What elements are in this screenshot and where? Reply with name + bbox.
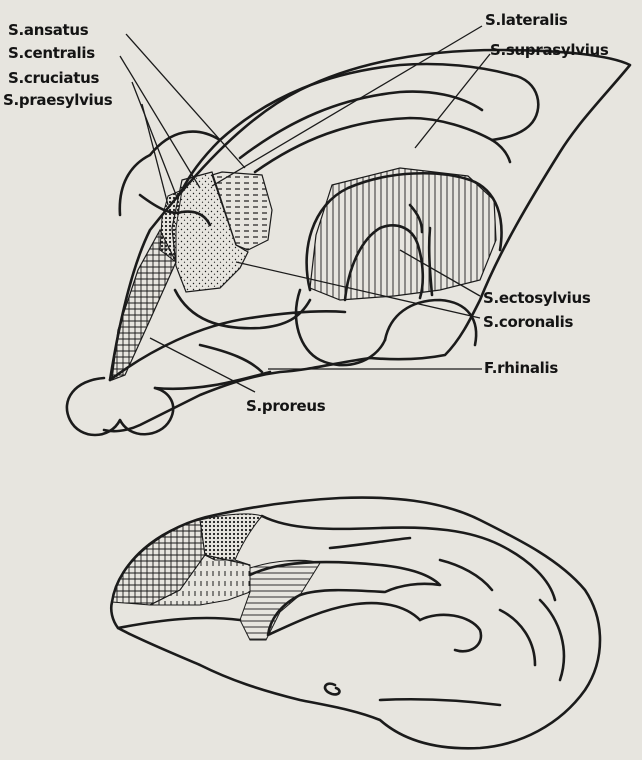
label-proreus: S.proreus bbox=[246, 397, 326, 415]
medial-sulcus bbox=[380, 699, 500, 705]
labels: S.ansatus S.centralis S.cruciatus S.prae… bbox=[3, 11, 609, 415]
medial-sulcus bbox=[500, 610, 535, 665]
frontal-gyrus bbox=[120, 155, 150, 215]
medial-view-brain bbox=[111, 498, 600, 749]
label-ectosylvius: S.ectosylvius bbox=[483, 289, 591, 307]
thalamus-outline bbox=[420, 615, 481, 652]
medial-sulcus bbox=[262, 516, 555, 600]
medial-sulcus bbox=[118, 618, 240, 628]
label-cruciatus: S.cruciatus bbox=[8, 69, 99, 87]
occipital-bulge bbox=[492, 75, 538, 140]
fornix bbox=[268, 595, 420, 635]
label-centralis: S.centralis bbox=[8, 44, 95, 62]
medial-dense-region bbox=[200, 514, 262, 560]
suprasylvius-region bbox=[310, 168, 496, 300]
leader-praesylvius bbox=[142, 104, 168, 205]
gyrus-arc bbox=[492, 140, 510, 162]
label-rhinalis: F.rhinalis bbox=[484, 359, 558, 377]
leader-ansatus bbox=[126, 34, 245, 168]
label-suprasylvius: S.suprasylvius bbox=[490, 41, 609, 59]
medial-sulcus bbox=[540, 600, 564, 680]
medial-sulcus bbox=[440, 560, 492, 590]
label-lateralis: S.lateralis bbox=[485, 11, 568, 29]
medial-sulcus bbox=[330, 538, 410, 548]
olfactory-bulb bbox=[67, 378, 173, 435]
label-ansatus: S.ansatus bbox=[8, 21, 89, 39]
pituitary-loop bbox=[325, 684, 340, 695]
medial-horiz-region bbox=[240, 560, 320, 640]
leader-lateralis bbox=[212, 26, 482, 186]
label-praesylvius: S.praesylvius bbox=[3, 91, 113, 109]
lower-gyrus bbox=[175, 290, 310, 328]
olfactory-tract bbox=[155, 372, 270, 389]
label-coronalis: S.coronalis bbox=[483, 313, 573, 331]
